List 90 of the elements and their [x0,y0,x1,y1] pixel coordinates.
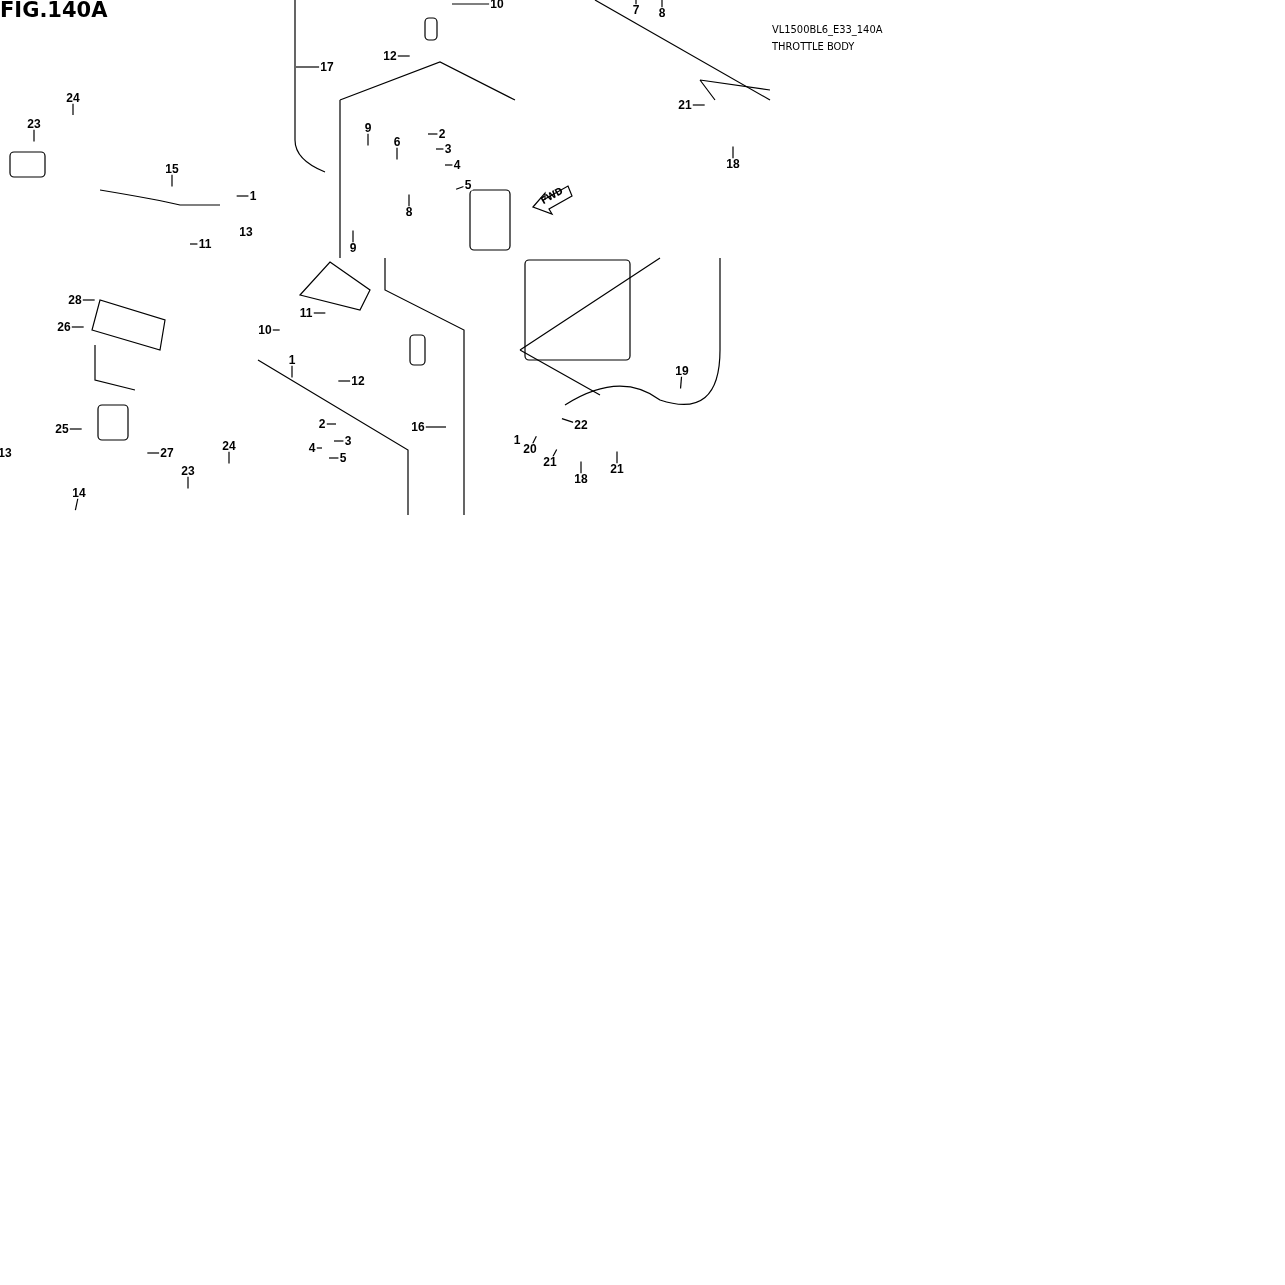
leader-line [455,185,465,190]
leader-line [312,312,326,314]
callout-number: 21 [677,99,693,111]
callout-number: 5 [463,179,473,191]
leader-line [732,145,734,160]
leader-line [337,380,351,382]
callout-number: 9 [363,122,373,134]
leader-line [532,435,537,445]
leader-line [616,450,618,465]
callout-number: 1 [248,190,258,202]
callout-number: 10 [257,324,273,336]
callout-number: 2 [437,128,447,140]
callout-number: 23 [26,118,42,130]
callout-number: 11 [197,238,213,250]
callout-number: 4 [307,442,317,454]
figure-title: FIG.140A [0,0,108,22]
callout-number: 14 [71,487,87,499]
leader-line [82,299,96,301]
callout-number: 12 [350,375,366,387]
callout-number: 24 [221,440,237,452]
drawing-code: VL1500BL6_E33_140A [772,23,883,36]
leader-line [451,3,490,5]
callout-number: 13 [238,226,254,238]
leader-line [552,448,558,458]
callout-number: 20 [522,443,538,455]
leader-line [236,195,250,197]
leader-line [69,428,83,430]
callout-number: 17 [319,61,335,73]
callout-number: 13 [0,447,13,459]
callout-number: 1 [512,434,522,446]
leader-line [444,164,454,166]
callout-number: 18 [725,158,741,170]
leader-line [427,133,439,135]
leader-line [171,173,173,188]
leader-line [146,452,160,454]
leader-line [228,450,230,465]
leader-line [661,0,663,9]
callout-number: 25 [54,423,70,435]
callout-number: 4 [452,159,462,171]
leader-line [580,460,582,475]
leader-line [396,146,398,161]
callout-number: 24 [65,92,81,104]
callout-number: 27 [159,447,175,459]
leader-line [328,457,340,459]
callout-number: 23 [180,465,196,477]
callout-number: 21 [609,463,625,475]
leader-line [397,55,411,57]
leader-line [352,229,354,244]
callout-number: 2 [317,418,327,430]
callout-number: 19 [674,365,690,377]
callout-number: 3 [443,143,453,155]
leader-line [315,447,323,449]
leader-line [71,326,85,328]
callout-number: 22 [573,419,589,431]
leader-line [33,128,35,143]
leader-line [72,102,74,116]
callout-number: 12 [382,50,398,62]
leader-line [367,132,369,147]
callout-number: 3 [343,435,353,447]
leader-line [425,426,447,428]
callout-number: 1 [287,354,297,366]
callout-number: 5 [338,452,348,464]
leader-line [291,364,293,379]
leader-line [272,329,281,331]
callout-number: 8 [404,206,414,218]
callout-number: 8 [657,7,667,19]
leader-line [561,418,574,424]
leader-line [325,423,337,425]
callout-number: 6 [392,136,402,148]
callout-number: 15 [164,163,180,175]
leader-line [635,0,637,6]
leader-line [189,243,199,245]
leader-line [295,66,320,68]
leader-line [435,148,445,150]
leader-line [333,440,345,442]
callout-number: 7 [631,4,641,16]
leader-line [679,375,683,390]
callout-number: 18 [573,473,589,485]
leader-line [74,497,79,511]
leader-line [692,104,706,106]
callout-number: 16 [410,421,426,433]
leader-line [408,193,410,208]
callout-number: 9 [348,242,358,254]
callout-number: 21 [542,456,558,468]
leader-line [187,475,189,490]
direction-label: FWD [538,184,565,207]
part-group-name: THROTTLE BODY [772,40,855,53]
callout-number: 26 [56,321,72,333]
callout-number: 28 [67,294,83,306]
callout-number: 11 [298,307,314,319]
